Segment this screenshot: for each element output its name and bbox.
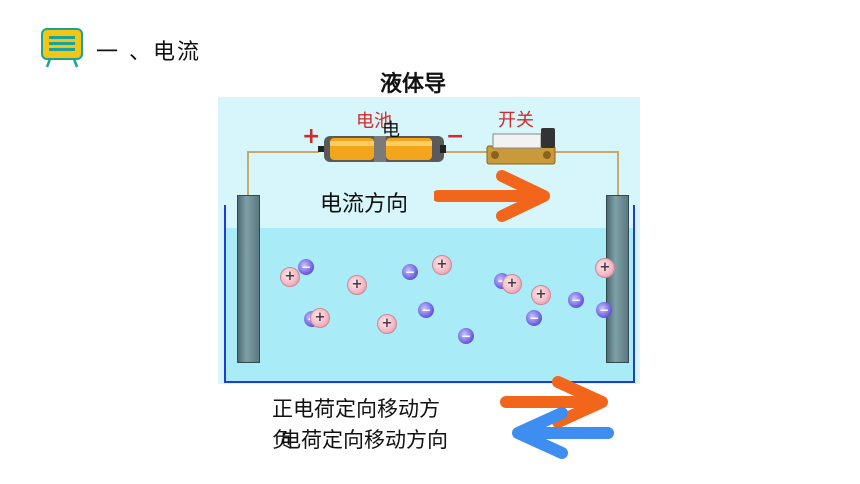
tank-wall-right: [633, 205, 635, 383]
positive-charge-caption: 正电荷定向移动方: [272, 397, 440, 421]
diagram-subtitle: 液体导: [380, 72, 447, 97]
positive-direction-arrow-icon: [500, 374, 612, 428]
tank-bottom: [224, 381, 635, 383]
tank-wall-left: [224, 205, 226, 383]
electrode-left: [237, 195, 260, 363]
negative-ion: −: [298, 259, 314, 275]
battery-label: 电池: [356, 111, 392, 132]
book-icon: [40, 26, 84, 68]
wire-right-top: [553, 151, 619, 153]
current-direction-arrow-icon: [432, 170, 554, 222]
positive-terminal-sign: +: [302, 124, 321, 149]
positive-ion: +: [347, 275, 367, 295]
negative-ion: −: [402, 264, 418, 280]
current-direction-label: 电流方向: [320, 192, 409, 217]
negative-ion: −: [418, 302, 434, 318]
battery-extra-char: 电: [382, 120, 400, 141]
positive-ion: +: [432, 255, 452, 275]
negative-ion: −: [596, 302, 612, 318]
switch: [485, 126, 557, 168]
section-heading: 一 、电流: [96, 40, 201, 65]
positive-ion: +: [377, 314, 397, 334]
electrode-right: [606, 195, 629, 363]
negative-ion: −: [568, 292, 584, 308]
negative-ion: −: [526, 310, 542, 326]
negative-charge-prefix: 负: [272, 428, 293, 452]
positive-ion: +: [502, 274, 522, 294]
positive-ion: +: [595, 258, 615, 278]
positive-ion: +: [531, 285, 551, 305]
negative-terminal-sign: −: [446, 124, 465, 149]
battery: [316, 132, 448, 166]
wire-middle: [444, 151, 488, 153]
wire-left-top: [247, 151, 319, 153]
negative-direction-arrow-icon: [508, 406, 614, 460]
wire-right-vertical: [617, 151, 619, 197]
switch-label: 开关: [498, 110, 534, 131]
positive-ion: +: [310, 308, 330, 328]
wire-left-vertical: [247, 151, 249, 197]
negative-ion: −: [458, 328, 474, 344]
negative-charge-caption: 电荷定向移动方向: [280, 428, 448, 452]
positive-ion: +: [280, 267, 300, 287]
